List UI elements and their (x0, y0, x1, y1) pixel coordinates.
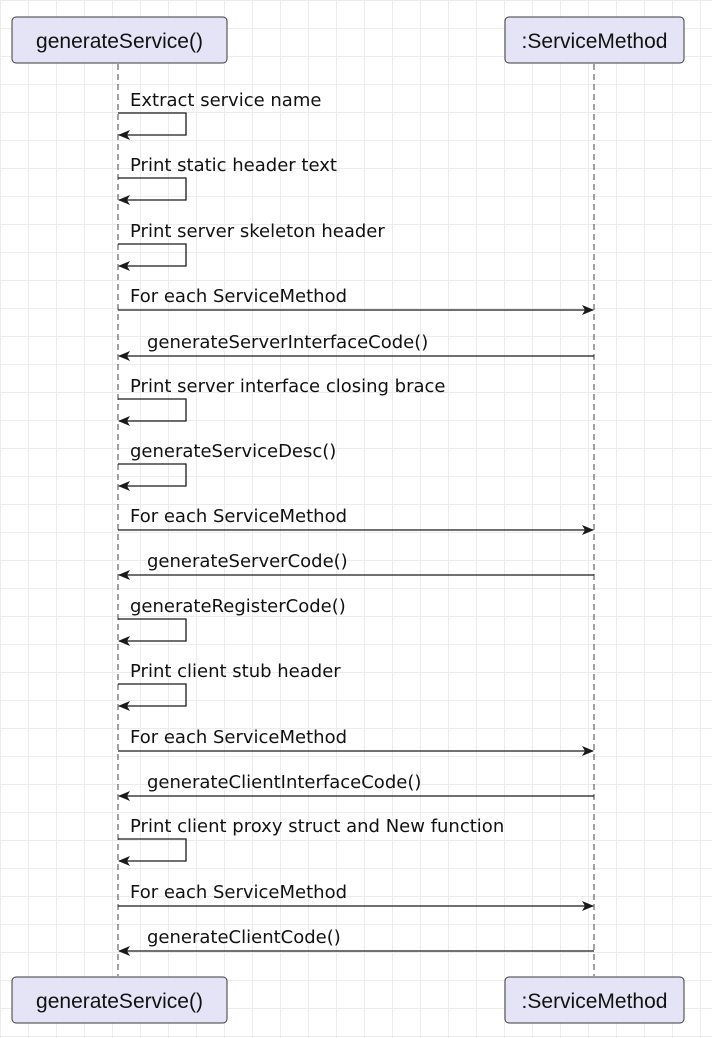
message-label: Print client stub header (130, 661, 341, 682)
self-message-arrow (118, 463, 187, 491)
participant-generate-service-top: generateService() (11, 16, 228, 64)
self-message-arrow (118, 683, 187, 711)
message-label: generateServerInterfaceCode() (147, 332, 428, 353)
participant-label: generateService() (36, 30, 203, 53)
message-7: generateServiceDesc() (118, 441, 336, 491)
message-label: generateRegisterCode() (130, 596, 346, 617)
message-5: generateServerInterfaceCode() (118, 332, 594, 361)
message-3: Print server skeleton header (118, 221, 385, 271)
self-message-arrow (118, 177, 187, 205)
message-label: For each ServiceMethod (130, 286, 347, 307)
self-message-arrow (118, 112, 187, 140)
message-label: For each ServiceMethod (130, 506, 347, 527)
message-label: For each ServiceMethod (130, 727, 347, 748)
message-2: Print static header text (118, 155, 337, 205)
participant-label: :ServiceMethod (522, 990, 668, 1013)
message-6: Print server interface closing brace (118, 376, 446, 426)
participant-service-method-bottom: :ServiceMethod (504, 976, 685, 1024)
message-label: Print client proxy struct and New functi… (130, 816, 504, 837)
participant-generate-service-bottom: generateService() (11, 976, 228, 1024)
participant-label: :ServiceMethod (522, 30, 668, 53)
message-14: Print client proxy struct and New functi… (118, 816, 504, 866)
message-4: For each ServiceMethod (118, 286, 594, 315)
message-13: generateClientInterfaceCode() (118, 772, 594, 801)
message-10: generateRegisterCode() (118, 596, 346, 646)
message-label: generateServerCode() (147, 551, 348, 572)
message-label: generateClientInterfaceCode() (147, 772, 421, 793)
message-label: For each ServiceMethod (130, 882, 347, 903)
message-11: Print client stub header (118, 661, 341, 711)
message-label: Print static header text (130, 155, 337, 176)
message-16: generateClientCode() (118, 927, 594, 956)
message-label: generateServiceDesc() (130, 441, 336, 462)
participant-label: generateService() (36, 990, 203, 1013)
message-1: Extract service name (118, 90, 321, 140)
participant-service-method-top: :ServiceMethod (504, 16, 685, 64)
message-label: Print server skeleton header (130, 221, 385, 242)
message-9: generateServerCode() (118, 551, 594, 580)
message-label: generateClientCode() (147, 927, 341, 948)
self-message-arrow (118, 398, 187, 426)
message-12: For each ServiceMethod (118, 727, 594, 756)
message-label: Print server interface closing brace (130, 376, 446, 397)
self-message-arrow (118, 243, 187, 271)
self-message-arrow (118, 838, 187, 866)
self-message-arrow (118, 618, 187, 646)
message-label: Extract service name (130, 90, 321, 111)
message-8: For each ServiceMethod (118, 506, 594, 535)
message-15: For each ServiceMethod (118, 882, 594, 911)
